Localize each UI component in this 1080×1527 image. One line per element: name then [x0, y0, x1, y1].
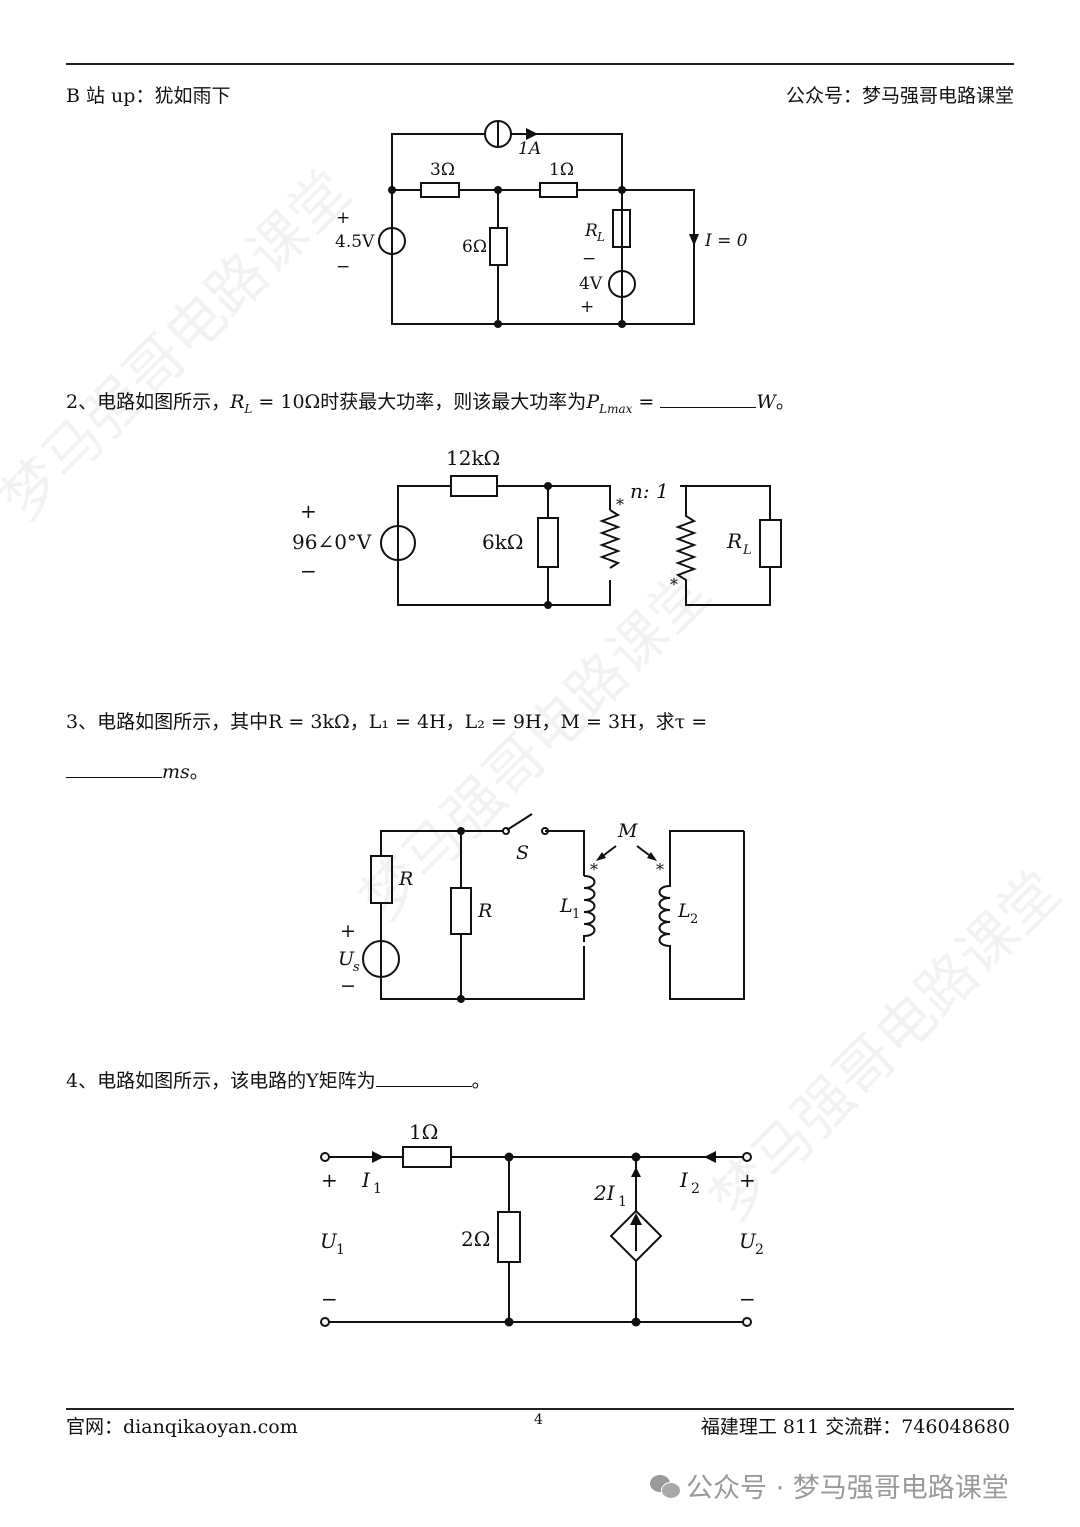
- answer-blank-q3[interactable]: [66, 759, 162, 778]
- circuit-3: [362, 813, 745, 1000]
- circuit-4: [320, 1146, 752, 1327]
- svg-text:*: *: [670, 575, 678, 594]
- svg-text:+: +: [336, 208, 350, 228]
- label-i1: I: [361, 1168, 371, 1192]
- resistor-3ohm: [420, 182, 460, 198]
- label-12k: 12kΩ: [446, 446, 500, 470]
- port-2-terminal-bottom: [742, 1317, 752, 1327]
- svg-text:*: *: [616, 495, 624, 514]
- svg-text:+: +: [300, 499, 317, 523]
- svg-text:−: −: [582, 249, 596, 269]
- label-rl-2: R: [726, 529, 742, 553]
- svg-text:L: L: [742, 543, 752, 558]
- resistor-6k: [537, 517, 559, 568]
- svg-text:s: s: [353, 960, 360, 975]
- svg-text:−: −: [300, 559, 317, 583]
- label-us: U: [338, 948, 355, 970]
- label-l2: L: [677, 900, 691, 922]
- question-3: 3、电路如图所示，其中R = 3kΩ，L₁ = 4H，L₂ = 9H，M = 3…: [66, 711, 708, 733]
- label-r2: R: [477, 900, 492, 922]
- label-l1: L: [559, 895, 573, 917]
- label-2i1: 2I: [593, 1181, 616, 1205]
- port-2-terminal-top: [742, 1152, 752, 1162]
- svg-text:2: 2: [691, 1181, 700, 1197]
- inductor-l2: [658, 830, 745, 1000]
- label-turns-ratio: n: 1: [630, 479, 669, 503]
- label-m: M: [617, 820, 638, 842]
- footer-website: 官网：dianqikaoyan.com: [66, 1416, 298, 1438]
- mutual-arrows: [599, 845, 654, 859]
- primary-coil: [599, 509, 621, 569]
- label-2ohm-c4: 2Ω: [461, 1227, 490, 1251]
- footer-rule: [66, 1408, 1014, 1410]
- page-number: 4: [534, 1412, 543, 1428]
- label-i2: I: [679, 1168, 689, 1192]
- wechat-watermark: 公众号 · 梦马强哥电路课堂: [650, 1466, 1009, 1505]
- label-i0: I = 0: [704, 231, 748, 251]
- svg-text:1: 1: [572, 907, 580, 922]
- svg-text:2: 2: [755, 1242, 764, 1258]
- header-left: B 站 up：犹如雨下: [66, 85, 231, 107]
- resistor-1ohm-c4: [402, 1146, 452, 1168]
- footer-group: 福建理工 811 交流群：746048680: [700, 1416, 1010, 1438]
- label-4.5v: 4.5V: [335, 232, 375, 252]
- svg-text:*: *: [656, 860, 664, 879]
- label-u2: U: [739, 1229, 757, 1253]
- port-1-terminal-top: [320, 1152, 330, 1162]
- question-2: 2、电路如图所示，RL = 10Ω时获最大功率，则该最大功率为PLmax = W…: [66, 389, 795, 416]
- label-s: S: [516, 842, 529, 864]
- header-right: 公众号：梦马强哥电路课堂: [785, 85, 1014, 107]
- label-1a: 1A: [518, 139, 541, 159]
- label-6ohm: 6Ω: [462, 237, 487, 257]
- svg-text:−: −: [739, 1287, 756, 1311]
- label-4v: 4V: [579, 274, 603, 294]
- svg-text:1: 1: [373, 1181, 382, 1197]
- resistor-r-left: [370, 855, 393, 904]
- svg-text:+: +: [580, 297, 594, 317]
- dependent-current-source: [609, 1209, 663, 1263]
- label-6k: 6kΩ: [482, 530, 523, 554]
- svg-text:+: +: [340, 920, 356, 942]
- label-u1: U: [320, 1229, 338, 1253]
- label-1ohm: 1Ω: [549, 160, 574, 180]
- inductor-l1: [583, 875, 596, 942]
- secondary-coil: [675, 485, 771, 606]
- circuit-1: [378, 120, 695, 325]
- svg-text:−: −: [336, 257, 350, 277]
- switch-s: [506, 813, 533, 831]
- resistor-6ohm: [489, 227, 508, 266]
- label-source-96v: 96∠0°V: [292, 530, 372, 554]
- svg-text:+: +: [321, 1168, 338, 1192]
- svg-text:−: −: [321, 1287, 338, 1311]
- answer-blank-q4[interactable]: [375, 1068, 472, 1087]
- question-4: 4、电路如图所示，该电路的Y矩阵为。: [66, 1068, 491, 1092]
- resistor-rl-2: [759, 519, 782, 568]
- svg-text:+: +: [739, 1168, 756, 1192]
- port-1-terminal-bottom: [320, 1317, 330, 1327]
- header-rule: [66, 63, 1014, 65]
- svg-text:−: −: [340, 975, 356, 997]
- wechat-icon: [650, 1473, 681, 1499]
- label-r1: R: [398, 868, 413, 890]
- answer-blank-q2[interactable]: [660, 389, 757, 408]
- circuit-2: [380, 475, 782, 606]
- svg-text:1: 1: [618, 1194, 627, 1210]
- svg-text:L: L: [596, 230, 605, 244]
- svg-text:1: 1: [336, 1242, 345, 1258]
- question-3-line2: ms。: [66, 757, 209, 784]
- label-3ohm: 3Ω: [430, 160, 455, 180]
- resistor-rl: [612, 209, 631, 248]
- svg-text:2: 2: [690, 912, 698, 927]
- resistor-r-mid: [450, 887, 472, 935]
- svg-text:*: *: [590, 860, 598, 879]
- resistor-12k: [450, 475, 498, 497]
- resistor-1ohm: [539, 182, 578, 198]
- label-rl: R: [584, 221, 598, 241]
- label-1ohm-c4: 1Ω: [409, 1120, 438, 1144]
- resistor-2ohm-c4: [497, 1211, 521, 1263]
